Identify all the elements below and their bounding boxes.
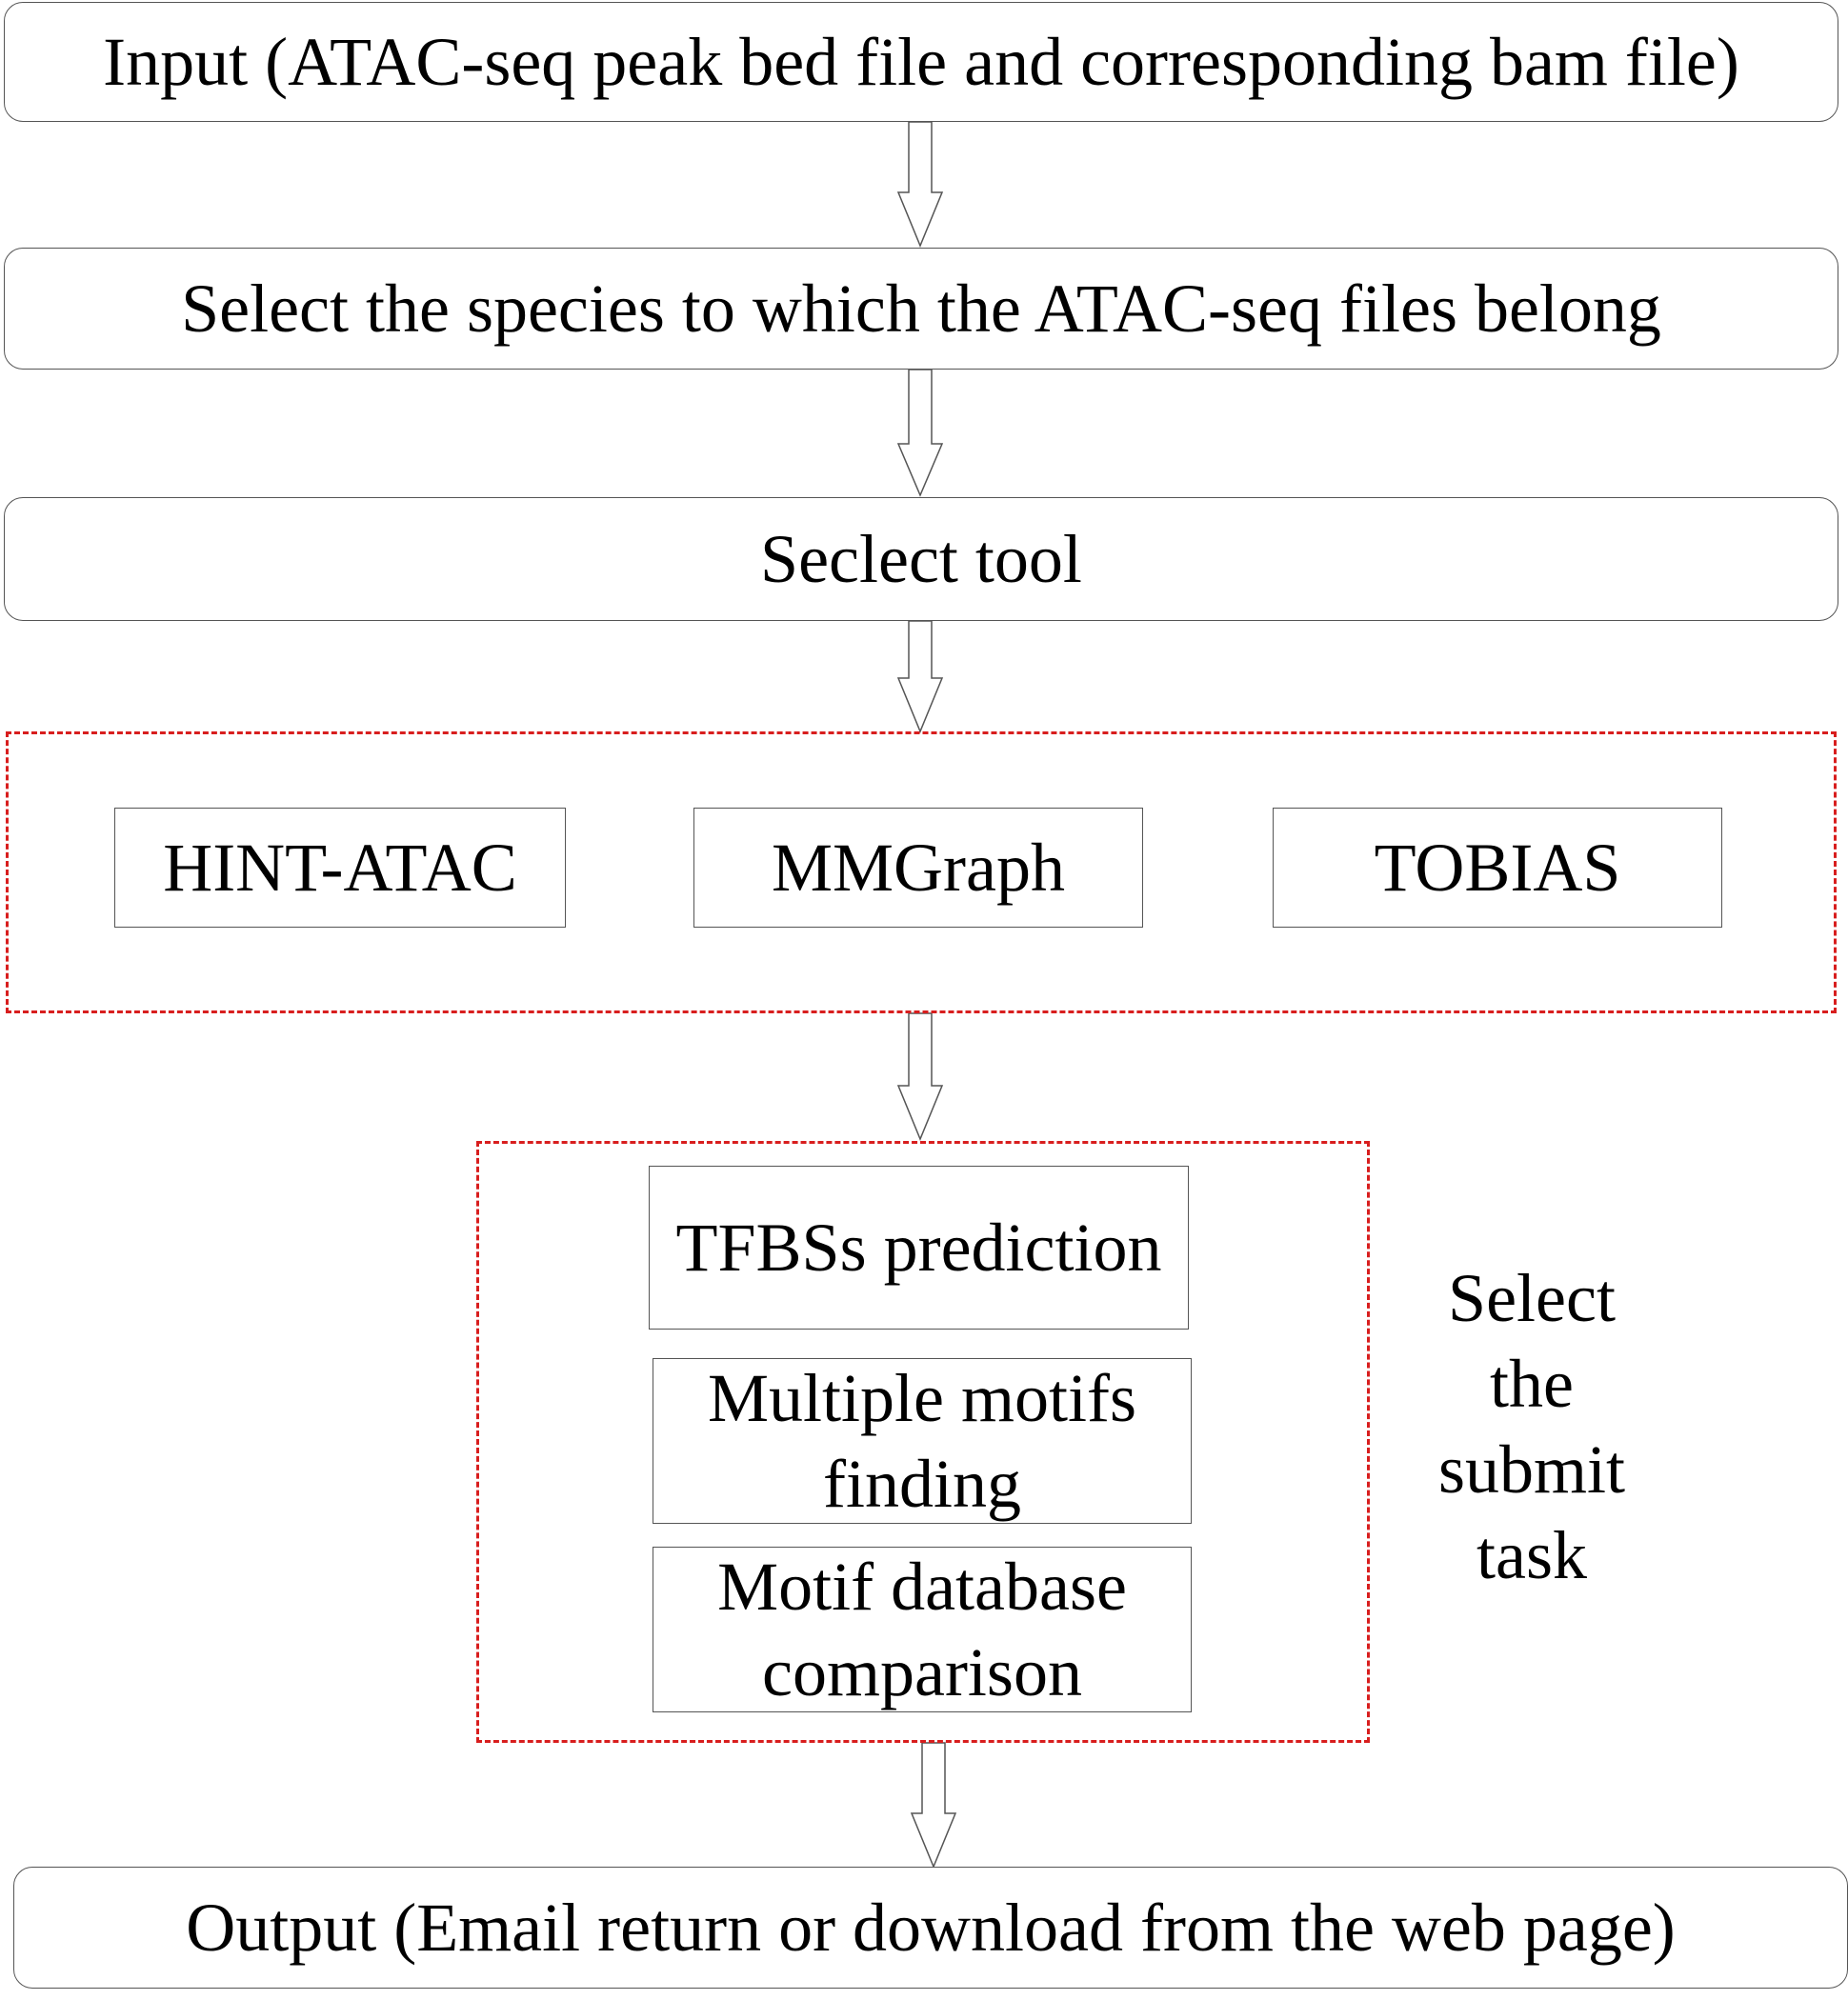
tool-hint-atac: HINT-ATAC (114, 808, 566, 928)
tasks-group (476, 1141, 1370, 1743)
task-motif-database-line-2: comparison (762, 1634, 1082, 1710)
tool-tobias: TOBIAS (1273, 808, 1722, 928)
output-step: Output (Email return or download from th… (13, 1867, 1848, 1989)
tool-mmgraph: MMGraph (693, 808, 1143, 928)
tool-mmgraph-label: MMGraph (772, 830, 1065, 906)
task-multiple-motifs-line-2: finding (823, 1446, 1021, 1522)
species-step: Select the species to which the ATAC-seq… (4, 248, 1838, 370)
arrow-species-to-tool (896, 369, 944, 497)
task-multiple-motifs-finding: Multiple motifs finding (653, 1358, 1192, 1524)
select-submit-task-line-3: submit (1437, 1431, 1626, 1508)
task-motif-database-line-1: Motif database (717, 1549, 1127, 1625)
input-step-label: Input (ATAC-seq peak bed file and corres… (103, 23, 1739, 100)
tool-step-label: Seclect tool (760, 520, 1082, 597)
tool-tobias-label: TOBIAS (1374, 830, 1621, 906)
species-step-label: Select the species to which the ATAC-seq… (181, 270, 1661, 347)
tools-group (6, 731, 1837, 1013)
task-multiple-motifs-line-1: Multiple motifs (708, 1360, 1136, 1436)
arrow-tool-to-tools (896, 620, 944, 733)
select-submit-task-label: Select the submit task (1398, 1255, 1665, 1598)
arrow-tasks-to-output (910, 1742, 957, 1869)
input-step: Input (ATAC-seq peak bed file and corres… (4, 2, 1838, 122)
select-submit-task-line-4: task (1476, 1517, 1587, 1593)
arrow-input-to-species (896, 121, 944, 248)
task-motif-database-comparison: Motif database comparison (653, 1547, 1192, 1712)
tool-hint-atac-label: HINT-ATAC (163, 830, 517, 906)
task-tfbs-prediction: TFBSs prediction (649, 1166, 1189, 1330)
select-submit-task-line-1: Select (1448, 1260, 1616, 1336)
select-submit-task-line-2: the (1490, 1346, 1574, 1422)
arrow-tools-to-tasks (896, 1012, 944, 1141)
output-step-label: Output (Email return or download from th… (186, 1889, 1676, 1966)
task-tfbs-prediction-line-1: TFBSs prediction (675, 1210, 1162, 1286)
tool-step: Seclect tool (4, 497, 1838, 621)
